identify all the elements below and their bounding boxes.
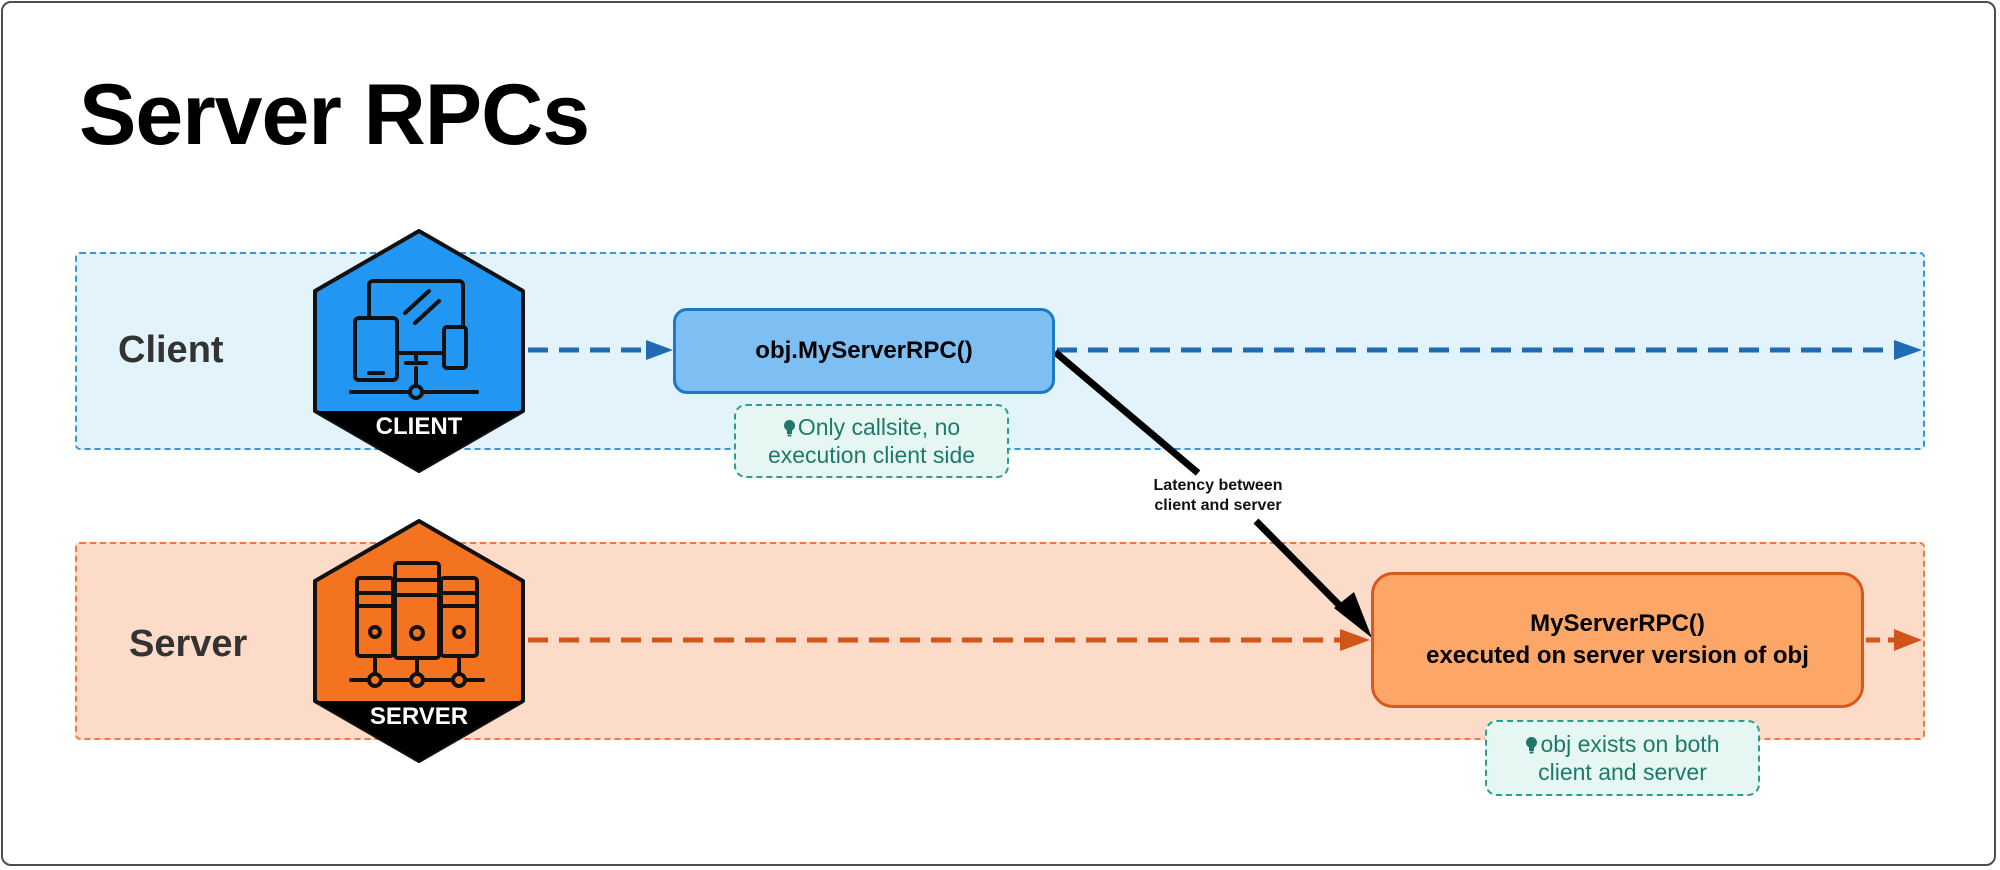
client-hexagon <box>313 229 525 473</box>
page-title: Server RPCs <box>79 67 590 163</box>
callsite-note-line1: Only callsite, no <box>797 414 961 440</box>
callsite-note: Only callsite, no execution client side <box>734 404 1009 478</box>
server-exec-node: MyServerRPC() executed on server version… <box>1371 572 1864 708</box>
server-arrow-to-exec <box>528 629 1370 651</box>
client-lane-label: Client <box>118 329 224 371</box>
exists-note: obj exists on both client and server <box>1485 720 1760 796</box>
client-call-node: obj.MyServerRPC() <box>673 308 1055 394</box>
lightbulb-icon <box>1526 737 1538 754</box>
server-lane-label: Server <box>129 623 248 665</box>
lightbulb-icon <box>783 420 795 437</box>
exists-note-line1: obj exists on both <box>1540 731 1720 757</box>
latency-label-line2: client and server <box>1154 497 1282 514</box>
latency-arrow <box>1052 349 1372 638</box>
latency-label: Latency between client and server <box>1108 476 1328 516</box>
server-badge-label: SERVER <box>369 703 469 730</box>
devices-network-icon <box>349 279 479 400</box>
latency-label-line1: Latency between <box>1153 477 1283 494</box>
callsite-note-line2: execution client side <box>767 442 976 468</box>
server-exec-title: MyServerRPC() <box>1530 610 1705 637</box>
server-rack-icon <box>349 561 485 688</box>
client-badge-label: CLIENT <box>375 413 463 440</box>
client-arrow-to-call <box>528 340 673 360</box>
exists-note-line2: client and server <box>1538 759 1707 785</box>
server-exec-subtitle: executed on server version of obj <box>1426 642 1809 669</box>
server-badge: SERVER <box>311 518 527 764</box>
server-arrow-continue <box>1866 629 1922 651</box>
client-badge: CLIENT <box>311 228 527 474</box>
client-call-label: obj.MyServerRPC() <box>755 337 973 364</box>
server-hexagon <box>313 519 525 763</box>
client-arrow-continue <box>1057 340 1922 360</box>
